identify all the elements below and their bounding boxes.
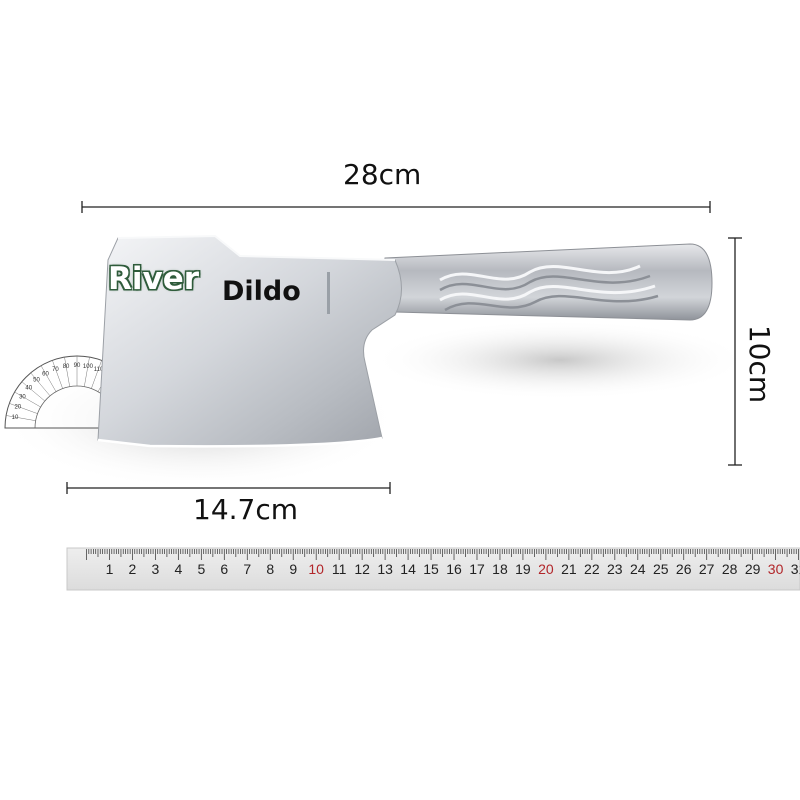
protractor-ray <box>30 372 51 396</box>
ruler-number: 7 <box>243 561 252 577</box>
knife-blade <box>97 234 402 448</box>
protractor-label: 70 <box>52 367 59 373</box>
ruler-number: 21 <box>561 561 577 577</box>
ruler-number: 23 <box>607 561 623 577</box>
ruler-number: 10 <box>308 561 324 577</box>
ruler-number: 2 <box>128 561 137 577</box>
ruler-number: 31 <box>790 561 800 577</box>
ruler-number: 16 <box>446 561 462 577</box>
protractor-ray <box>14 391 41 408</box>
ruler-number: 6 <box>220 561 229 577</box>
ruler-number: 26 <box>675 561 692 577</box>
ruler-number: 9 <box>289 561 298 577</box>
ruler-number: 29 <box>744 561 761 577</box>
protractor-ray <box>40 365 57 392</box>
ruler-number: 12 <box>354 561 370 577</box>
length-label: 28cm <box>343 158 422 191</box>
height-dimension-line <box>728 237 742 466</box>
protractor-ray <box>64 357 70 387</box>
ruler-number: 13 <box>377 561 393 577</box>
knife-handle <box>379 243 713 321</box>
ruler-number: 15 <box>423 561 439 577</box>
ruler-number: 5 <box>197 561 206 577</box>
ruler-number: 25 <box>652 561 669 577</box>
ruler-number: 14 <box>400 561 416 577</box>
ruler-number: 1 <box>105 561 114 577</box>
protractor-label: 100 <box>83 364 94 370</box>
protractor-ray <box>91 360 102 389</box>
length-dimension-line <box>81 201 711 213</box>
ruler <box>66 547 800 591</box>
overlay-text-dildo: Dildo <box>222 276 301 307</box>
protractor-ray <box>9 403 38 414</box>
width-label: 14.7cm <box>193 493 299 526</box>
protractor-label: 30 <box>19 395 26 401</box>
protractor-label: 50 <box>33 378 40 384</box>
overlay-text-river: River <box>108 261 200 297</box>
protractor-label: 80 <box>63 364 70 370</box>
ruler-number: 20 <box>538 561 554 577</box>
ruler-number: 30 <box>767 561 784 577</box>
ruler-number: 8 <box>266 561 275 577</box>
blade-engraving <box>327 272 330 314</box>
protractor-ray <box>52 360 63 389</box>
ruler-number: 3 <box>151 561 160 577</box>
protractor-ray <box>21 381 45 402</box>
protractor-label: 90 <box>74 363 81 369</box>
knife-shadow <box>370 320 750 400</box>
protractor-ray <box>84 357 90 387</box>
ruler-number: 28 <box>721 561 738 577</box>
width-dimension-line <box>66 482 391 494</box>
protractor-label: 60 <box>42 371 49 377</box>
protractor-label: 10 <box>12 415 19 421</box>
ruler-number: 19 <box>515 561 531 577</box>
protractor-label: 110 <box>94 367 104 373</box>
ruler-number: 11 <box>331 561 347 577</box>
ruler-number: 4 <box>174 561 183 577</box>
protractor-label: 40 <box>25 386 32 392</box>
ruler-number: 18 <box>492 561 508 577</box>
ruler-number: 27 <box>698 561 715 577</box>
ruler-number: 22 <box>584 561 600 577</box>
height-label: 10cm <box>743 324 776 404</box>
protractor-label: 20 <box>14 404 21 410</box>
ruler-number: 24 <box>629 561 646 577</box>
protractor-ray <box>6 415 36 421</box>
ruler-number: 17 <box>469 561 485 577</box>
